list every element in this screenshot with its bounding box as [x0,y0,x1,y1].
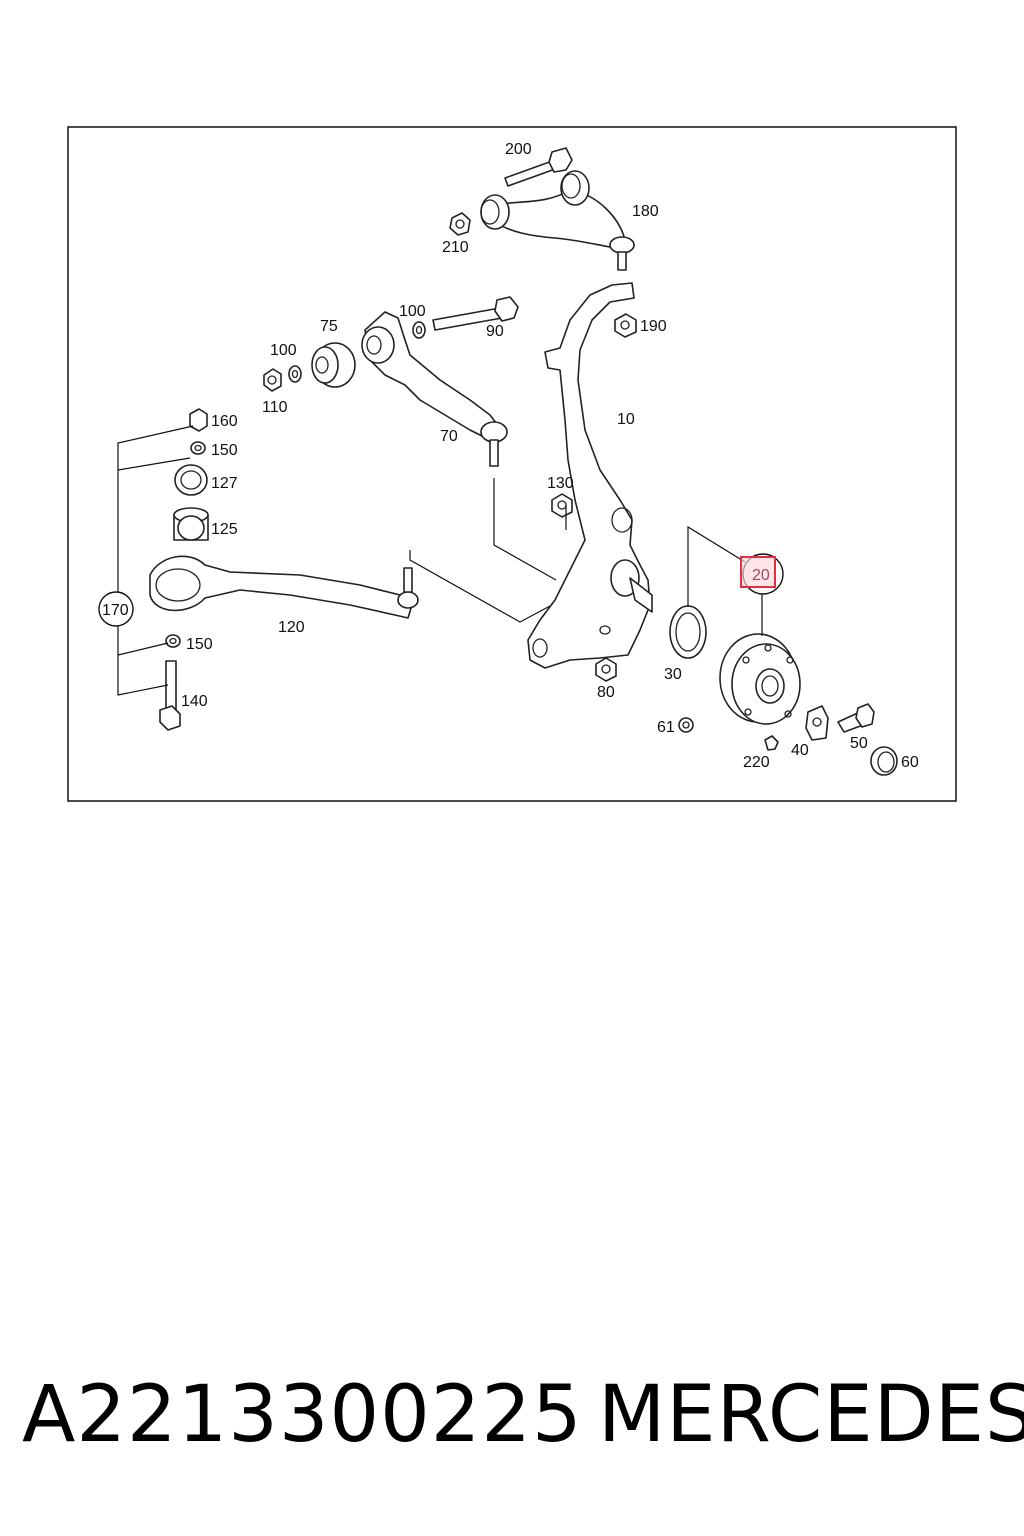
part-210-nut[interactable] [449,212,471,236]
label-50: 50 [850,735,868,752]
part-150-washer-a[interactable] [190,441,206,455]
brand-name: MERCEDES [598,1370,1024,1460]
label-60: 60 [901,754,919,771]
label-30: 30 [664,666,682,683]
label-180: 180 [632,203,659,220]
label-220: 220 [743,754,770,771]
label-130: 130 [547,475,574,492]
part-120-lower-arm[interactable] [149,555,419,619]
part-10-steering-knuckle[interactable] [527,282,653,669]
part-150-washer-b[interactable] [165,634,181,648]
label-127: 127 [211,475,238,492]
label-120: 120 [278,619,305,636]
part-60-cap[interactable] [870,746,898,776]
diagram-frame [67,126,957,802]
label-80: 80 [597,684,615,701]
part-30-seal-ring[interactable] [669,605,707,659]
part-125-bushing[interactable] [173,507,209,541]
label-61: 61 [657,719,675,736]
label-100a: 100 [399,303,426,320]
part-160-nut[interactable] [189,408,208,432]
part-180-upper-arm[interactable] [480,170,635,271]
part-61-nut[interactable] [678,717,694,733]
part-80-nut[interactable] [595,657,617,682]
label-110: 110 [262,399,288,416]
label-75: 75 [320,318,338,335]
callout-20-highlight[interactable] [740,556,776,588]
part-100-washer-a[interactable] [412,321,426,339]
label-40: 40 [791,742,809,759]
label-90: 90 [486,323,504,340]
part-90-bolt[interactable] [432,296,519,331]
part-130-nut[interactable] [551,493,573,518]
label-10: 10 [617,411,635,428]
label-200: 200 [505,141,532,158]
label-150b: 150 [186,636,213,653]
part-70-lower-arm[interactable] [361,311,508,467]
part-number: A2213300225 [22,1370,583,1460]
label-160: 160 [211,413,238,430]
footer-caption: A2213300225 MERCEDES [0,1370,1024,1480]
callout-170-circle [98,591,134,627]
part-200-bolt[interactable] [504,147,573,187]
part-20-wheel-hub[interactable] [719,633,801,725]
label-70: 70 [440,428,458,445]
leader-lines [117,425,763,696]
part-50-bolt[interactable] [837,703,875,733]
part-220-bolt[interactable] [764,735,779,751]
label-100b: 100 [270,342,297,359]
part-140-bolt[interactable] [159,660,181,731]
label-20: 20 [752,567,770,584]
part-40-clip[interactable] [805,705,829,741]
suspension-exploded-diagram: 200 180 210 75 100 90 190 100 110 70 10 … [67,126,957,802]
label-210: 210 [442,239,469,256]
part-127-bushing[interactable] [174,464,208,496]
label-125: 125 [211,521,238,538]
label-170: 170 [102,602,129,619]
part-75-bushing[interactable] [311,342,356,388]
label-190: 190 [640,318,667,335]
part-110-nut[interactable] [263,368,282,392]
part-100-washer-b[interactable] [288,365,302,383]
label-150a: 150 [211,442,238,459]
part-190-nut[interactable] [614,313,637,338]
label-140: 140 [181,693,208,710]
